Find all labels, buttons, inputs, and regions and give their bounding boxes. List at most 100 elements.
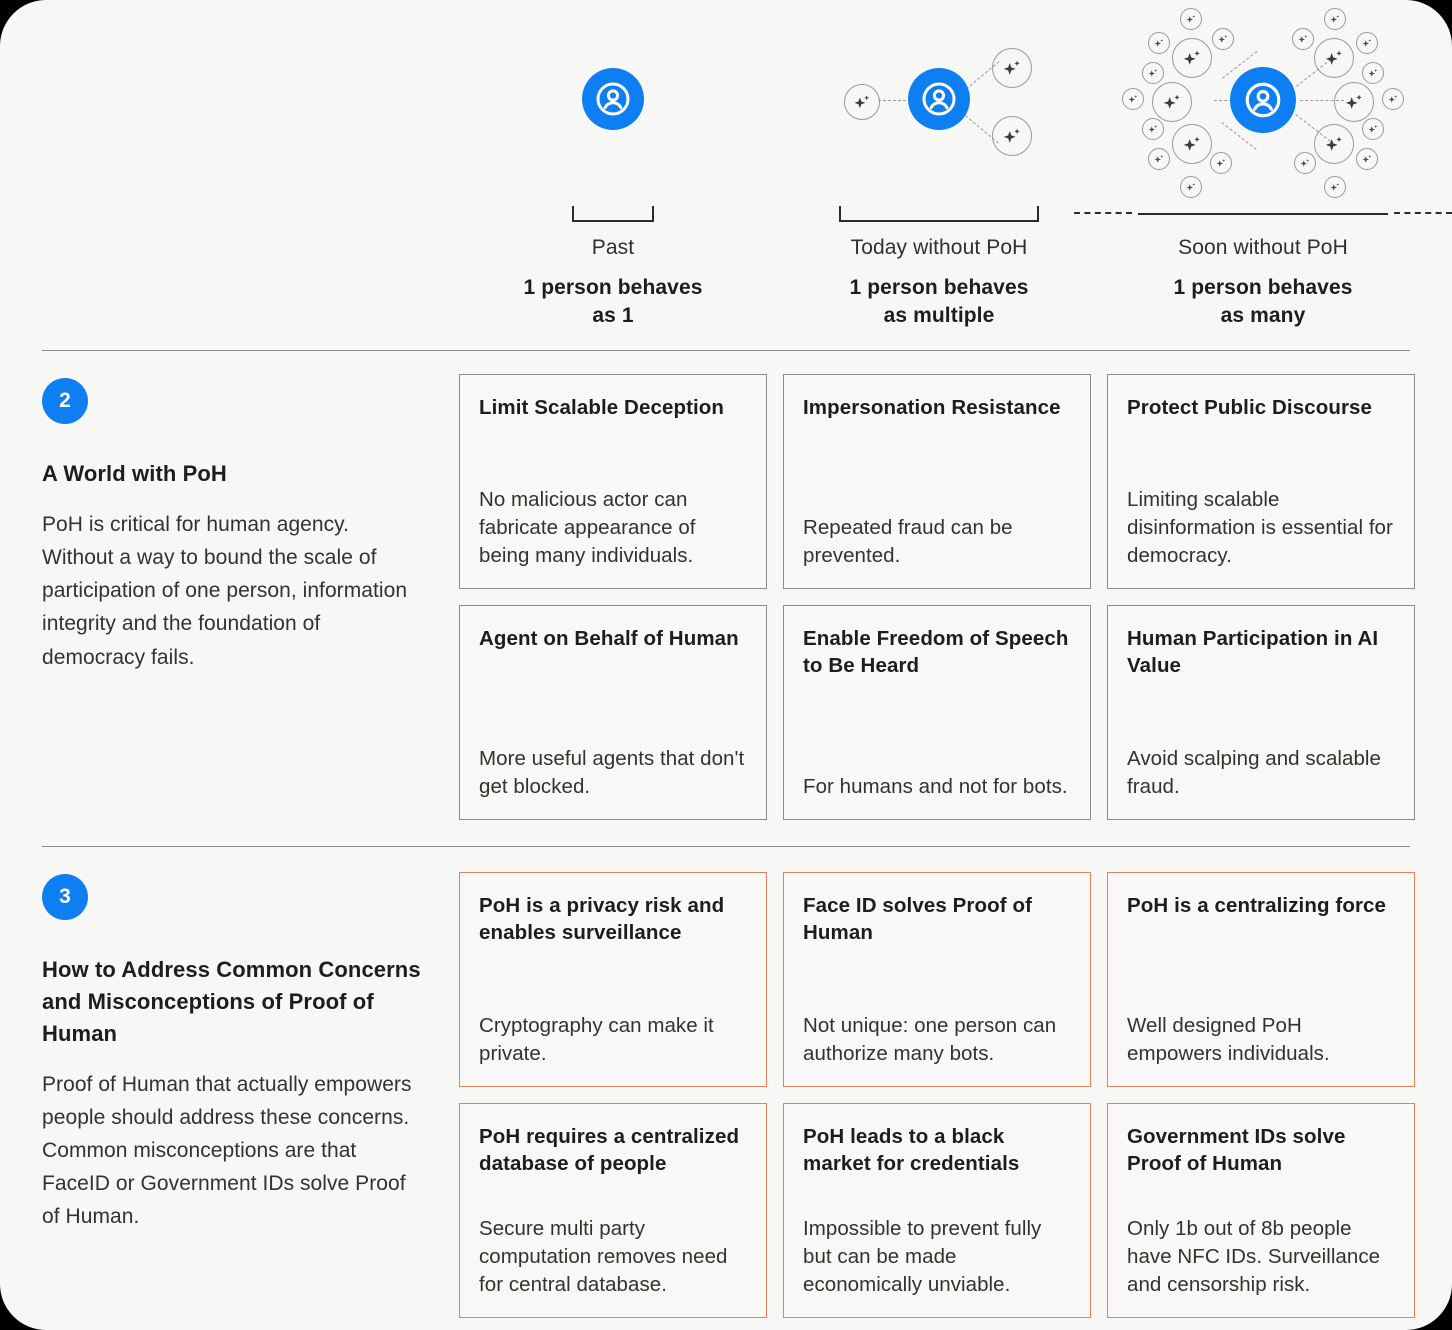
bot-sparkle-icon bbox=[1148, 32, 1170, 54]
card-body: Well designed PoH empowers individuals. bbox=[1127, 1013, 1330, 1065]
section-divider bbox=[42, 350, 1410, 351]
section-title: How to Address Common Concerns and Misco… bbox=[42, 957, 421, 1046]
scale-diagram-strip: Past 1 person behaves as 1 bbox=[0, 0, 1452, 348]
diagram-headline-line2: as many bbox=[1220, 304, 1306, 328]
person-avatar-icon bbox=[908, 68, 970, 130]
bot-sparkle-icon bbox=[1172, 38, 1212, 78]
misconception-card[interactable]: PoH is a privacy risk and enables survei… bbox=[459, 872, 767, 1087]
person-avatar-icon bbox=[582, 68, 644, 130]
bot-sparkle-icon bbox=[1334, 82, 1374, 122]
diagram-headline-today: 1 person behaves as multiple bbox=[849, 274, 1028, 331]
bot-sparkle-icon bbox=[1148, 148, 1170, 170]
person-avatar-icon bbox=[1230, 67, 1296, 133]
bot-sparkle-icon bbox=[1142, 62, 1164, 84]
bot-sparkle-icon bbox=[992, 116, 1032, 156]
card-body: Impossible to prevent fully but can be m… bbox=[803, 1216, 1042, 1296]
card-title: Agent on Behalf of Human bbox=[479, 627, 739, 650]
benefit-card[interactable]: Protect Public Discourse Limiting scalab… bbox=[1107, 374, 1415, 589]
card-title: PoH is a privacy risk and enables survei… bbox=[479, 894, 725, 945]
diagram-column-today: Today without PoH 1 person behaves as mu… bbox=[786, 0, 1092, 348]
section-number-badge: 2 bbox=[42, 378, 88, 424]
bot-sparkle-icon bbox=[1324, 176, 1346, 198]
diagram-art-today bbox=[786, 0, 1092, 200]
section-description: PoH is critical for human agency. Withou… bbox=[42, 512, 408, 669]
benefit-card[interactable]: Limit Scalable Deception No malicious ac… bbox=[459, 374, 767, 589]
diagram-headline-line1: 1 person behaves bbox=[1173, 276, 1353, 299]
diagram-headline-past: 1 person behaves as 1 bbox=[523, 274, 702, 331]
diagram-art-soon bbox=[1110, 0, 1416, 200]
bot-sparkle-icon bbox=[1212, 28, 1234, 50]
card-body: For humans and not for bots. bbox=[803, 774, 1068, 798]
scale-rule-past bbox=[460, 200, 766, 228]
diagram-headline-line1: 1 person behaves bbox=[849, 276, 1029, 299]
diagram-headline-line1: 1 person behaves bbox=[523, 276, 703, 299]
misconception-card[interactable]: Government IDs solve Proof of Human Only… bbox=[1107, 1103, 1415, 1318]
bot-sparkle-icon bbox=[1314, 124, 1354, 164]
bot-sparkle-icon bbox=[1122, 88, 1144, 110]
scale-rule-soon bbox=[1074, 200, 1452, 228]
bot-sparkle-icon bbox=[1172, 124, 1212, 164]
diagram-headline-line2: as 1 bbox=[592, 304, 634, 328]
section-2-card-grid: Limit Scalable Deception No malicious ac… bbox=[459, 374, 1415, 820]
diagram-column-past: Past 1 person behaves as 1 bbox=[460, 0, 766, 348]
diagram-art-past bbox=[460, 0, 766, 200]
section-description: Proof of Human that actually empowers pe… bbox=[42, 1072, 412, 1229]
misconception-card[interactable]: PoH is a centralizing force Well designe… bbox=[1107, 872, 1415, 1087]
bot-sparkle-icon bbox=[1292, 28, 1314, 50]
section-number-badge: 3 bbox=[42, 874, 88, 920]
benefit-card[interactable]: Enable Freedom of Speech to Be Heard For… bbox=[783, 605, 1091, 820]
section-3-card-grid: PoH is a privacy risk and enables survei… bbox=[459, 872, 1415, 1318]
bot-sparkle-icon bbox=[1152, 82, 1192, 122]
card-body: Cryptography can make it private. bbox=[479, 1013, 714, 1065]
section-title: A World with PoH bbox=[42, 461, 227, 486]
diagram-column-soon: Soon without PoH 1 person behaves as man… bbox=[1074, 0, 1452, 348]
card-body: More useful agents that don't get blocke… bbox=[479, 746, 745, 798]
card-title: Government IDs solve Proof of Human bbox=[1127, 1125, 1346, 1176]
misconception-card[interactable]: Face ID solves Proof of Human Not unique… bbox=[783, 872, 1091, 1087]
card-title: Protect Public Discourse bbox=[1127, 396, 1373, 419]
misconception-card[interactable]: PoH leads to a black market for credenti… bbox=[783, 1103, 1091, 1318]
benefit-card[interactable]: Agent on Behalf of Human More useful age… bbox=[459, 605, 767, 820]
card-body: Only 1b out of 8b people have NFC IDs. S… bbox=[1127, 1216, 1381, 1296]
card-title: PoH leads to a black market for credenti… bbox=[803, 1125, 1020, 1176]
bot-sparkle-icon bbox=[844, 84, 880, 120]
bot-sparkle-icon bbox=[1142, 118, 1164, 140]
diagram-caption-soon: Soon without PoH bbox=[1178, 236, 1348, 259]
section-2-sidebar: 2 A World with PoH PoH is critical for h… bbox=[42, 378, 422, 674]
card-title: PoH is a centralizing force bbox=[1127, 894, 1387, 917]
card-body: Secure multi party computation removes n… bbox=[479, 1216, 728, 1296]
card-title: Impersonation Resistance bbox=[803, 396, 1061, 419]
diagram-headline-line2: as multiple bbox=[883, 304, 995, 328]
card-body: Limiting scalable disinformation is esse… bbox=[1127, 487, 1393, 567]
bot-sparkle-icon bbox=[1294, 152, 1316, 174]
bot-sparkle-icon bbox=[992, 48, 1032, 88]
bot-sparkle-icon bbox=[1314, 38, 1354, 78]
benefit-card[interactable]: Human Participation in AI Value Avoid sc… bbox=[1107, 605, 1415, 820]
benefit-card[interactable]: Impersonation Resistance Repeated fraud … bbox=[783, 374, 1091, 589]
card-title: PoH requires a centralized database of p… bbox=[479, 1125, 740, 1176]
bot-sparkle-icon bbox=[1180, 8, 1202, 30]
section-3-sidebar: 3 How to Address Common Concerns and Mis… bbox=[42, 874, 422, 1234]
section-divider bbox=[42, 846, 1410, 847]
bot-sparkle-icon bbox=[1324, 8, 1346, 30]
bot-sparkle-icon bbox=[1362, 62, 1384, 84]
connector-line bbox=[878, 100, 936, 101]
card-body: Avoid scalping and scalable fraud. bbox=[1127, 746, 1381, 798]
bot-sparkle-icon bbox=[1382, 88, 1404, 110]
bot-sparkle-icon bbox=[1362, 118, 1384, 140]
connector-line bbox=[1300, 100, 1344, 101]
diagram-headline-soon: 1 person behaves as many bbox=[1173, 274, 1352, 331]
card-title: Human Participation in AI Value bbox=[1127, 627, 1379, 678]
diagram-caption-today: Today without PoH bbox=[850, 236, 1028, 259]
bot-sparkle-icon bbox=[1180, 176, 1202, 198]
misconception-card[interactable]: PoH requires a centralized database of p… bbox=[459, 1103, 767, 1318]
card-body: Not unique: one person can authorize man… bbox=[803, 1013, 1057, 1065]
bot-sparkle-icon bbox=[1356, 148, 1378, 170]
bot-sparkle-icon bbox=[1356, 32, 1378, 54]
card-title: Enable Freedom of Speech to Be Heard bbox=[803, 627, 1069, 678]
card-title: Limit Scalable Deception bbox=[479, 396, 725, 419]
card-title: Face ID solves Proof of Human bbox=[803, 894, 1033, 945]
scale-rule-today bbox=[786, 200, 1092, 228]
card-body: Repeated fraud can be prevented. bbox=[803, 515, 1013, 567]
